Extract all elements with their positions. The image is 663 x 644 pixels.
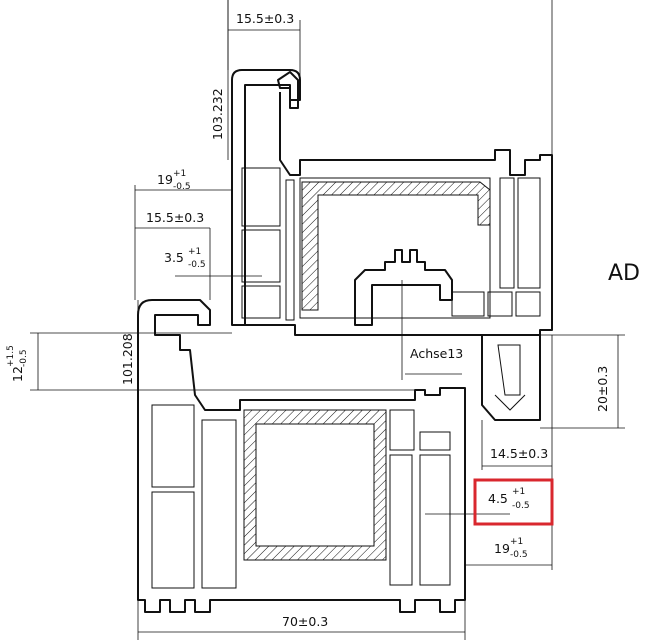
svg-text:3.5: 3.5: [164, 250, 184, 265]
dim-right-4-5: 4.5 +1 -0.5: [488, 487, 530, 511]
dim-left-3-5: 3.5 +1 -0.5: [164, 247, 206, 270]
dim-left-19: 19 +1 -0.5: [157, 169, 191, 192]
svg-text:+1: +1: [510, 537, 523, 547]
svg-text:+1.5: +1.5: [6, 345, 16, 367]
svg-text:+1: +1: [188, 247, 201, 257]
dim-top-height: 103.232: [210, 88, 225, 140]
dim-right-14-5: 14.5±0.3: [490, 446, 548, 461]
dim-left-12: 12 +1.5 -0.5: [6, 345, 29, 382]
frame-profile: [137, 299, 541, 613]
sash-profile: [231, 69, 553, 336]
svg-text:4.5: 4.5: [488, 491, 508, 506]
svg-text:19: 19: [494, 541, 510, 556]
svg-text:12: 12: [10, 366, 25, 382]
svg-text:+1: +1: [512, 487, 525, 497]
achse-label: Achse13: [410, 346, 463, 361]
dim-left-15-5: 15.5±0.3: [146, 210, 204, 225]
dim-top-width: 15.5±0.3: [236, 11, 294, 26]
svg-text:-0.5: -0.5: [173, 182, 191, 192]
svg-text:-0.5: -0.5: [188, 260, 206, 270]
svg-text:19: 19: [157, 172, 173, 187]
dim-left-height: 101.208: [120, 333, 135, 385]
dimension-lines: [30, 0, 625, 640]
svg-text:+1: +1: [173, 169, 186, 179]
dim-right-19: 19 +1 -0.5: [494, 537, 528, 560]
dim-bottom-width: 70±0.3: [282, 614, 328, 629]
ad-label: AD: [608, 261, 640, 286]
svg-text:-0.5: -0.5: [510, 550, 528, 560]
dimension-labels: 15.5±0.3 103.232 19 +1 -0.5 15.5±0.3 3.5…: [6, 11, 640, 629]
svg-text:-0.5: -0.5: [19, 349, 29, 367]
highlight-box: [473, 478, 554, 526]
svg-text:-0.5: -0.5: [512, 501, 530, 511]
dim-right-20: 20±0.3: [595, 366, 610, 412]
